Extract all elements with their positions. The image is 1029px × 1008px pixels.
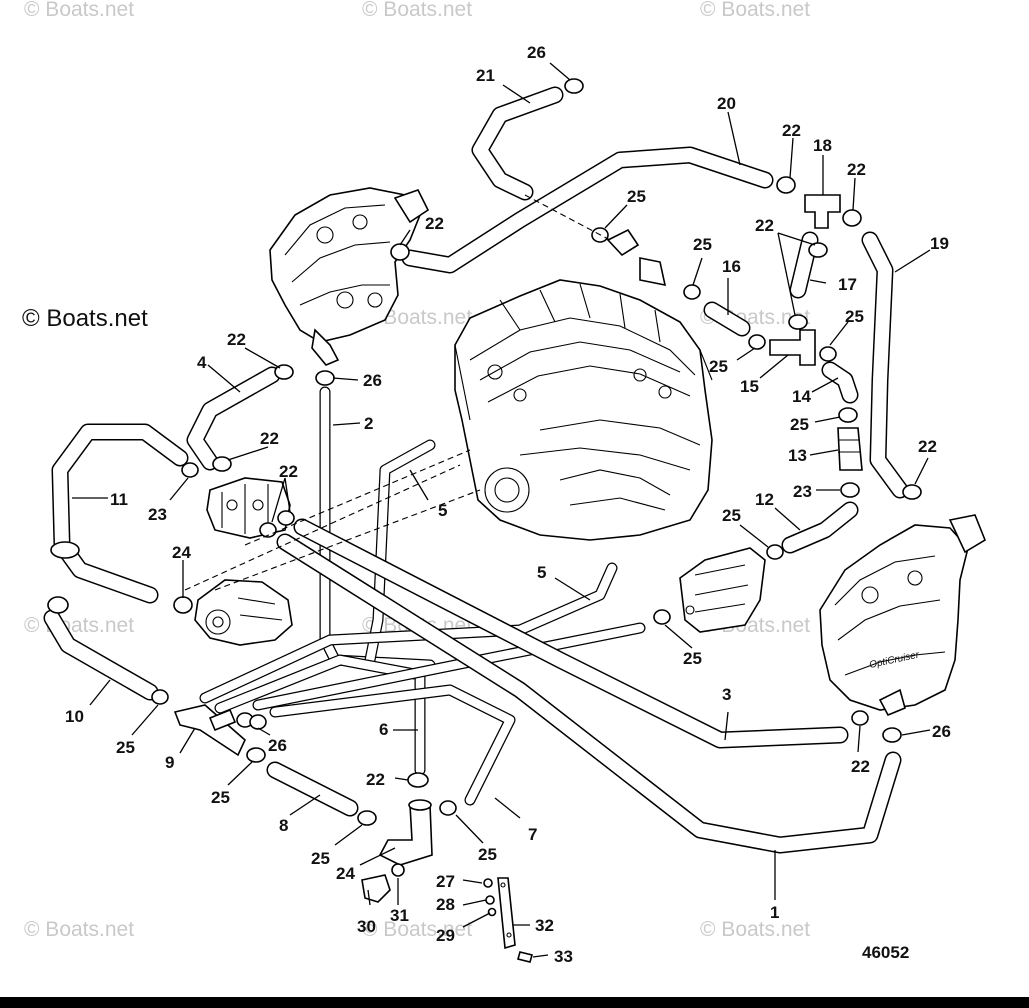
callout-9: 9 [165, 753, 174, 772]
callout-26: 26 [932, 722, 951, 741]
callout-11: 11 [110, 490, 128, 509]
callout-22: 22 [260, 429, 279, 448]
callout-5: 5 [438, 501, 447, 520]
callout-5: 5 [537, 563, 546, 582]
screw-33 [517, 951, 533, 963]
callout-15: 15 [740, 377, 759, 396]
callout-22: 22 [851, 757, 870, 776]
callout-25: 25 [845, 307, 864, 326]
callout-25: 25 [478, 845, 497, 864]
callout-22: 22 [782, 121, 801, 140]
callout-8: 8 [279, 816, 288, 835]
callout-25: 25 [627, 187, 646, 206]
callout-23: 23 [148, 505, 167, 524]
callout-numbers: 1 2 3 4 5 5 6 7 8 9 10 11 12 13 14 15 16… [65, 43, 951, 966]
screw-27 [483, 878, 493, 888]
callout-33: 33 [554, 947, 573, 966]
callout-25: 25 [722, 506, 741, 525]
watermark: © Boats.net [24, 0, 135, 21]
callout-28: 28 [436, 895, 455, 914]
callout-16: 16 [722, 257, 741, 276]
washer-28 [485, 895, 495, 905]
callout-19: 19 [930, 234, 949, 253]
callout-22: 22 [366, 770, 385, 789]
callout-24: 24 [172, 543, 191, 562]
callout-14: 14 [792, 387, 811, 406]
callout-24: 24 [336, 864, 355, 883]
callout-25: 25 [709, 357, 728, 376]
fitting-13 [837, 427, 863, 471]
callout-27: 27 [436, 872, 455, 891]
callout-22: 22 [227, 330, 246, 349]
callout-7: 7 [528, 825, 537, 844]
callout-13: 13 [788, 446, 807, 465]
elbow-fitting-24 [378, 799, 433, 866]
callout-3: 3 [722, 685, 731, 704]
callout-6: 6 [379, 720, 388, 739]
right-exhaust-manifold: OptiCruiser [819, 514, 986, 717]
callout-22: 22 [755, 216, 774, 235]
callout-30: 30 [357, 917, 376, 936]
fitting-25 [639, 257, 667, 287]
copyright-notice: © Boats.net [22, 305, 148, 332]
leader-lines [72, 62, 931, 958]
watermark: © Boats.net [24, 918, 135, 941]
callout-2: 2 [364, 414, 373, 433]
watermark: © Boats.net [362, 0, 473, 21]
callout-25: 25 [311, 849, 330, 868]
tee-pipe-9 [173, 704, 246, 757]
callout-20: 20 [717, 94, 736, 113]
bracket-32 [497, 877, 516, 950]
callout-32: 32 [535, 916, 554, 935]
callout-29: 29 [436, 926, 455, 945]
callout-25: 25 [790, 415, 809, 434]
engine-block [454, 279, 713, 541]
callout-25: 25 [211, 788, 230, 807]
callout-22: 22 [918, 437, 937, 456]
water-pump [194, 579, 293, 646]
callout-22: 22 [847, 160, 866, 179]
o-ring-31 [391, 863, 405, 877]
tee-fitting-18 [804, 194, 841, 229]
left-exhaust-manifold [269, 187, 430, 366]
callout-25: 25 [693, 235, 712, 254]
hose-clamps [47, 78, 922, 826]
callout-26: 26 [527, 43, 546, 62]
callout-4: 4 [197, 353, 207, 372]
callout-25: 25 [683, 649, 702, 668]
callout-18: 18 [813, 136, 832, 155]
callout-23: 23 [793, 482, 812, 501]
watermark: © Boats.net [700, 918, 811, 941]
callout-25: 25 [116, 738, 135, 757]
callout-26: 26 [268, 736, 287, 755]
callout-12: 12 [755, 490, 774, 509]
callout-22: 22 [279, 462, 298, 481]
callout-26: 26 [363, 371, 382, 390]
callout-1: 1 [770, 903, 779, 922]
cap-30 [361, 874, 391, 903]
nut-29 [487, 907, 497, 917]
callout-17: 17 [838, 275, 857, 294]
callout-31: 31 [390, 906, 409, 925]
bottom-border [0, 997, 1029, 1008]
watermark: © Boats.net [362, 918, 473, 941]
callout-10: 10 [65, 707, 84, 726]
callout-22: 22 [425, 214, 444, 233]
fitting-25 [606, 228, 640, 257]
thermostat-housing [206, 477, 291, 539]
fuel-cooler [679, 547, 766, 633]
watermark: © Boats.net [700, 0, 811, 21]
tee-fitting-15 [769, 329, 816, 366]
callout-21: 21 [476, 66, 495, 85]
figure-number: 46052 [862, 943, 909, 962]
